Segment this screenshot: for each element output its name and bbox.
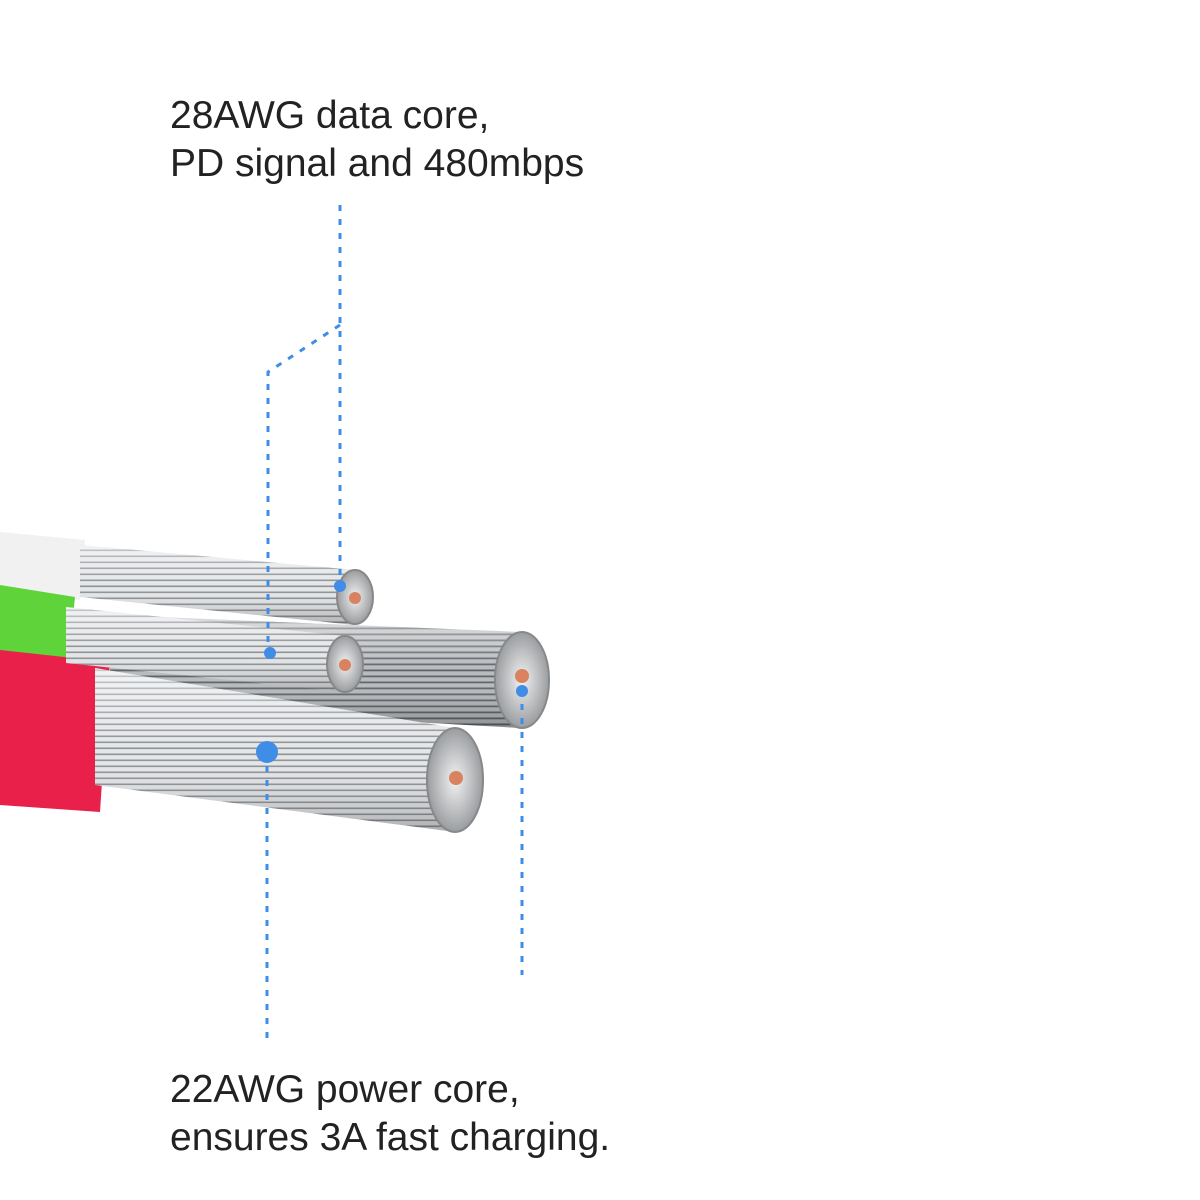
upper-data-marker-dot	[334, 580, 346, 592]
middle-data-marker-dot	[264, 647, 276, 659]
middle-data-wire	[66, 607, 364, 693]
data-core-leader-line-2	[266, 323, 341, 653]
white-jacket	[0, 532, 85, 600]
data-core-callout: 28AWG data core, PD signal and 480mbps	[170, 92, 584, 188]
power-core-callout: 22AWG power core, ensures 3A fast chargi…	[170, 1066, 610, 1162]
data-core-callout-line2: PD signal and 480mbps	[170, 142, 585, 185]
power-core-callout-line1: 22AWG power core,	[170, 1068, 520, 1111]
red-jacket	[0, 650, 110, 812]
data-core-callout-line1: 28AWG data core,	[170, 94, 490, 137]
power-core-callout-line2: ensures 3A fast charging.	[170, 1116, 611, 1159]
upper-data-wire	[80, 545, 374, 625]
back-power-marker-dot	[516, 685, 528, 697]
green-jacket	[0, 585, 75, 665]
front-power-marker-dot	[256, 741, 278, 763]
